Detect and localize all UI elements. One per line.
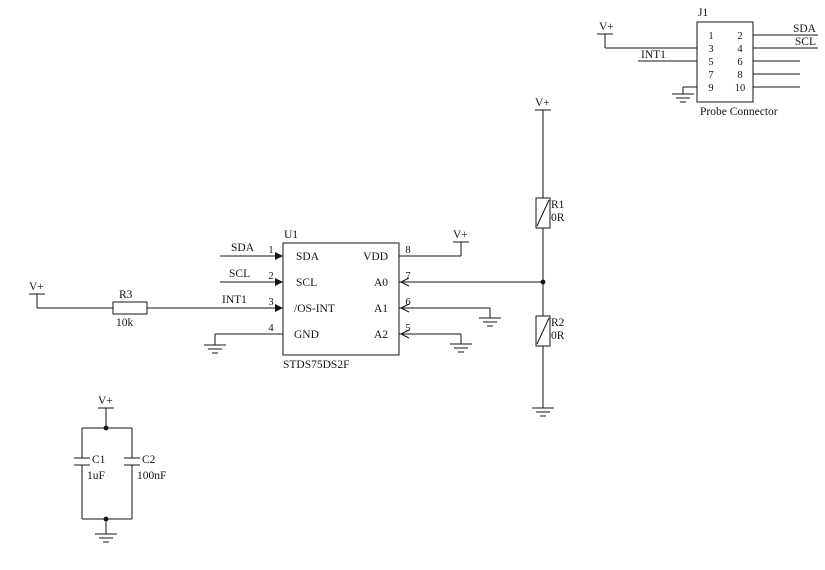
net-label-sda: SDA [231, 242, 255, 254]
probe-connector-j1: J1 1 2 3 4 5 6 7 8 9 10 Probe Connector [696, 7, 778, 118]
net-label-vplus: V+ [453, 229, 468, 241]
pin-arrow-icon [275, 278, 283, 286]
j1-pin-number: 1 [708, 31, 713, 42]
r3-value: 10k [116, 317, 134, 329]
u1-pin-label: SCL [296, 277, 317, 289]
u1-pin-label: /OS-INT [294, 303, 335, 315]
capacitor-c2: C2 100nF [124, 428, 166, 519]
c1-refdes: C1 [92, 454, 106, 466]
j1-pin-number: 8 [737, 70, 742, 81]
pin-arrow-icon [275, 304, 283, 312]
component-body [696, 21, 754, 103]
pin-arrow-icon [399, 277, 410, 287]
ground-symbol [95, 533, 117, 543]
j1-right-wires: SDA SCL [753, 23, 818, 88]
net-label-vplus: V+ [29, 281, 44, 293]
divider-chain: V+ R1 0R R2 0R [532, 97, 565, 417]
r1-value: 0R [551, 212, 565, 224]
u1-pin-number: 8 [405, 245, 410, 256]
net-label-scl: SCL [795, 36, 816, 48]
ic-u1: U1 STDS75DS2F SDA SCL /OS-INT GND VDD A0… [268, 229, 410, 371]
j1-pin-number: 4 [737, 44, 743, 55]
junction-dot [540, 279, 546, 285]
ground-symbol [479, 317, 501, 327]
ground-symbol [450, 343, 472, 353]
c2-value: 100nF [137, 470, 166, 482]
resistor-r1: R1 0R [535, 197, 565, 229]
ground-symbol [672, 93, 694, 103]
pin-arrow-icon [275, 252, 283, 260]
u1-pin-number: 2 [268, 271, 273, 282]
pin-arrow-icon [399, 329, 410, 339]
u1-pin-number: 3 [268, 297, 273, 308]
u1-pin-label: GND [294, 329, 319, 341]
resistor-hatch [536, 199, 550, 227]
resistor-r2: R2 0R [535, 315, 565, 347]
u1-pin-number: 1 [268, 245, 273, 256]
r2-refdes: R2 [551, 317, 565, 329]
u1-left-wires: SDA SCL V+ R3 10k INT1 [29, 242, 283, 354]
j1-pin-number: 6 [737, 57, 742, 68]
u1-right-wires: V+ [399, 229, 543, 353]
u1-pin-number: 4 [268, 323, 274, 334]
u1-pin-label: A1 [374, 303, 388, 315]
j1-pin-number: 5 [708, 57, 713, 68]
component-body [112, 301, 148, 315]
net-label-scl: SCL [229, 268, 250, 280]
r3-refdes: R3 [119, 289, 133, 301]
net-label-vplus: V+ [98, 395, 113, 407]
u1-pin-number: 6 [405, 297, 410, 308]
resistor-hatch [536, 317, 550, 345]
j1-pin-number: 9 [708, 83, 713, 94]
r2-value: 0R [551, 330, 565, 342]
decoupling-caps: V+ C1 1uF C2 100nF [74, 395, 166, 543]
j1-caption: Probe Connector [700, 106, 778, 118]
ground-symbol [532, 407, 554, 417]
u1-pin-label: VDD [363, 251, 388, 263]
net-label-int1: INT1 [641, 49, 666, 61]
j1-pin-number: 10 [735, 83, 746, 94]
u1-pin-label: A0 [374, 277, 388, 289]
j1-pin-number: 7 [708, 70, 713, 81]
c1-value: 1uF [87, 470, 105, 482]
u1-part-number: STDS75DS2F [283, 359, 349, 371]
j1-pin-number: 3 [708, 44, 713, 55]
capacitor-c1: C1 1uF [74, 428, 106, 519]
net-label-vplus: V+ [535, 97, 550, 109]
u1-pin-label: SDA [296, 251, 320, 263]
c2-refdes: C2 [142, 454, 156, 466]
u1-pin-number: 5 [405, 323, 410, 334]
j1-left-wires: V+ INT1 [597, 21, 697, 103]
net-label-vplus: V+ [599, 21, 614, 33]
u1-pin-number: 7 [405, 271, 410, 282]
ground-symbol [204, 344, 226, 354]
u1-pin-label: A2 [374, 329, 388, 341]
r1-refdes: R1 [551, 199, 565, 211]
j1-pin-number: 2 [737, 31, 742, 42]
component-body [282, 242, 400, 356]
net-label-sda: SDA [793, 23, 817, 35]
resistor-r3: R3 10k [112, 289, 148, 329]
u1-refdes: U1 [284, 229, 298, 241]
net-label-int1: INT1 [222, 294, 247, 306]
j1-refdes: J1 [698, 7, 708, 19]
pin-arrow-icon [399, 303, 410, 313]
